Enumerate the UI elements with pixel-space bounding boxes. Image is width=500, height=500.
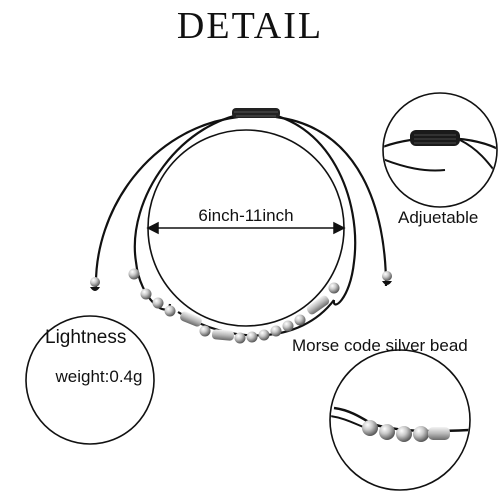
cord-end-bead [90, 277, 100, 287]
weight-circle [25, 315, 155, 445]
bracelet-cord [94, 110, 388, 337]
knot-detail-circle [382, 92, 498, 208]
morse-code-beads [128, 268, 340, 344]
adjustable-label: Adjuetable [398, 208, 479, 227]
morse-bead-label: Morse code silver bead [292, 336, 468, 355]
page-title: DETAIL [176, 5, 324, 47]
cord-end-bead [382, 271, 392, 281]
weight-label: weight:0.4g [55, 367, 143, 386]
sliding-knot [232, 108, 280, 118]
bead-detail-circle [329, 349, 471, 491]
size-arrow [146, 221, 346, 235]
lightness-label: Lightness [45, 327, 127, 348]
size-range-label: 6inch-11inch [180, 206, 312, 226]
